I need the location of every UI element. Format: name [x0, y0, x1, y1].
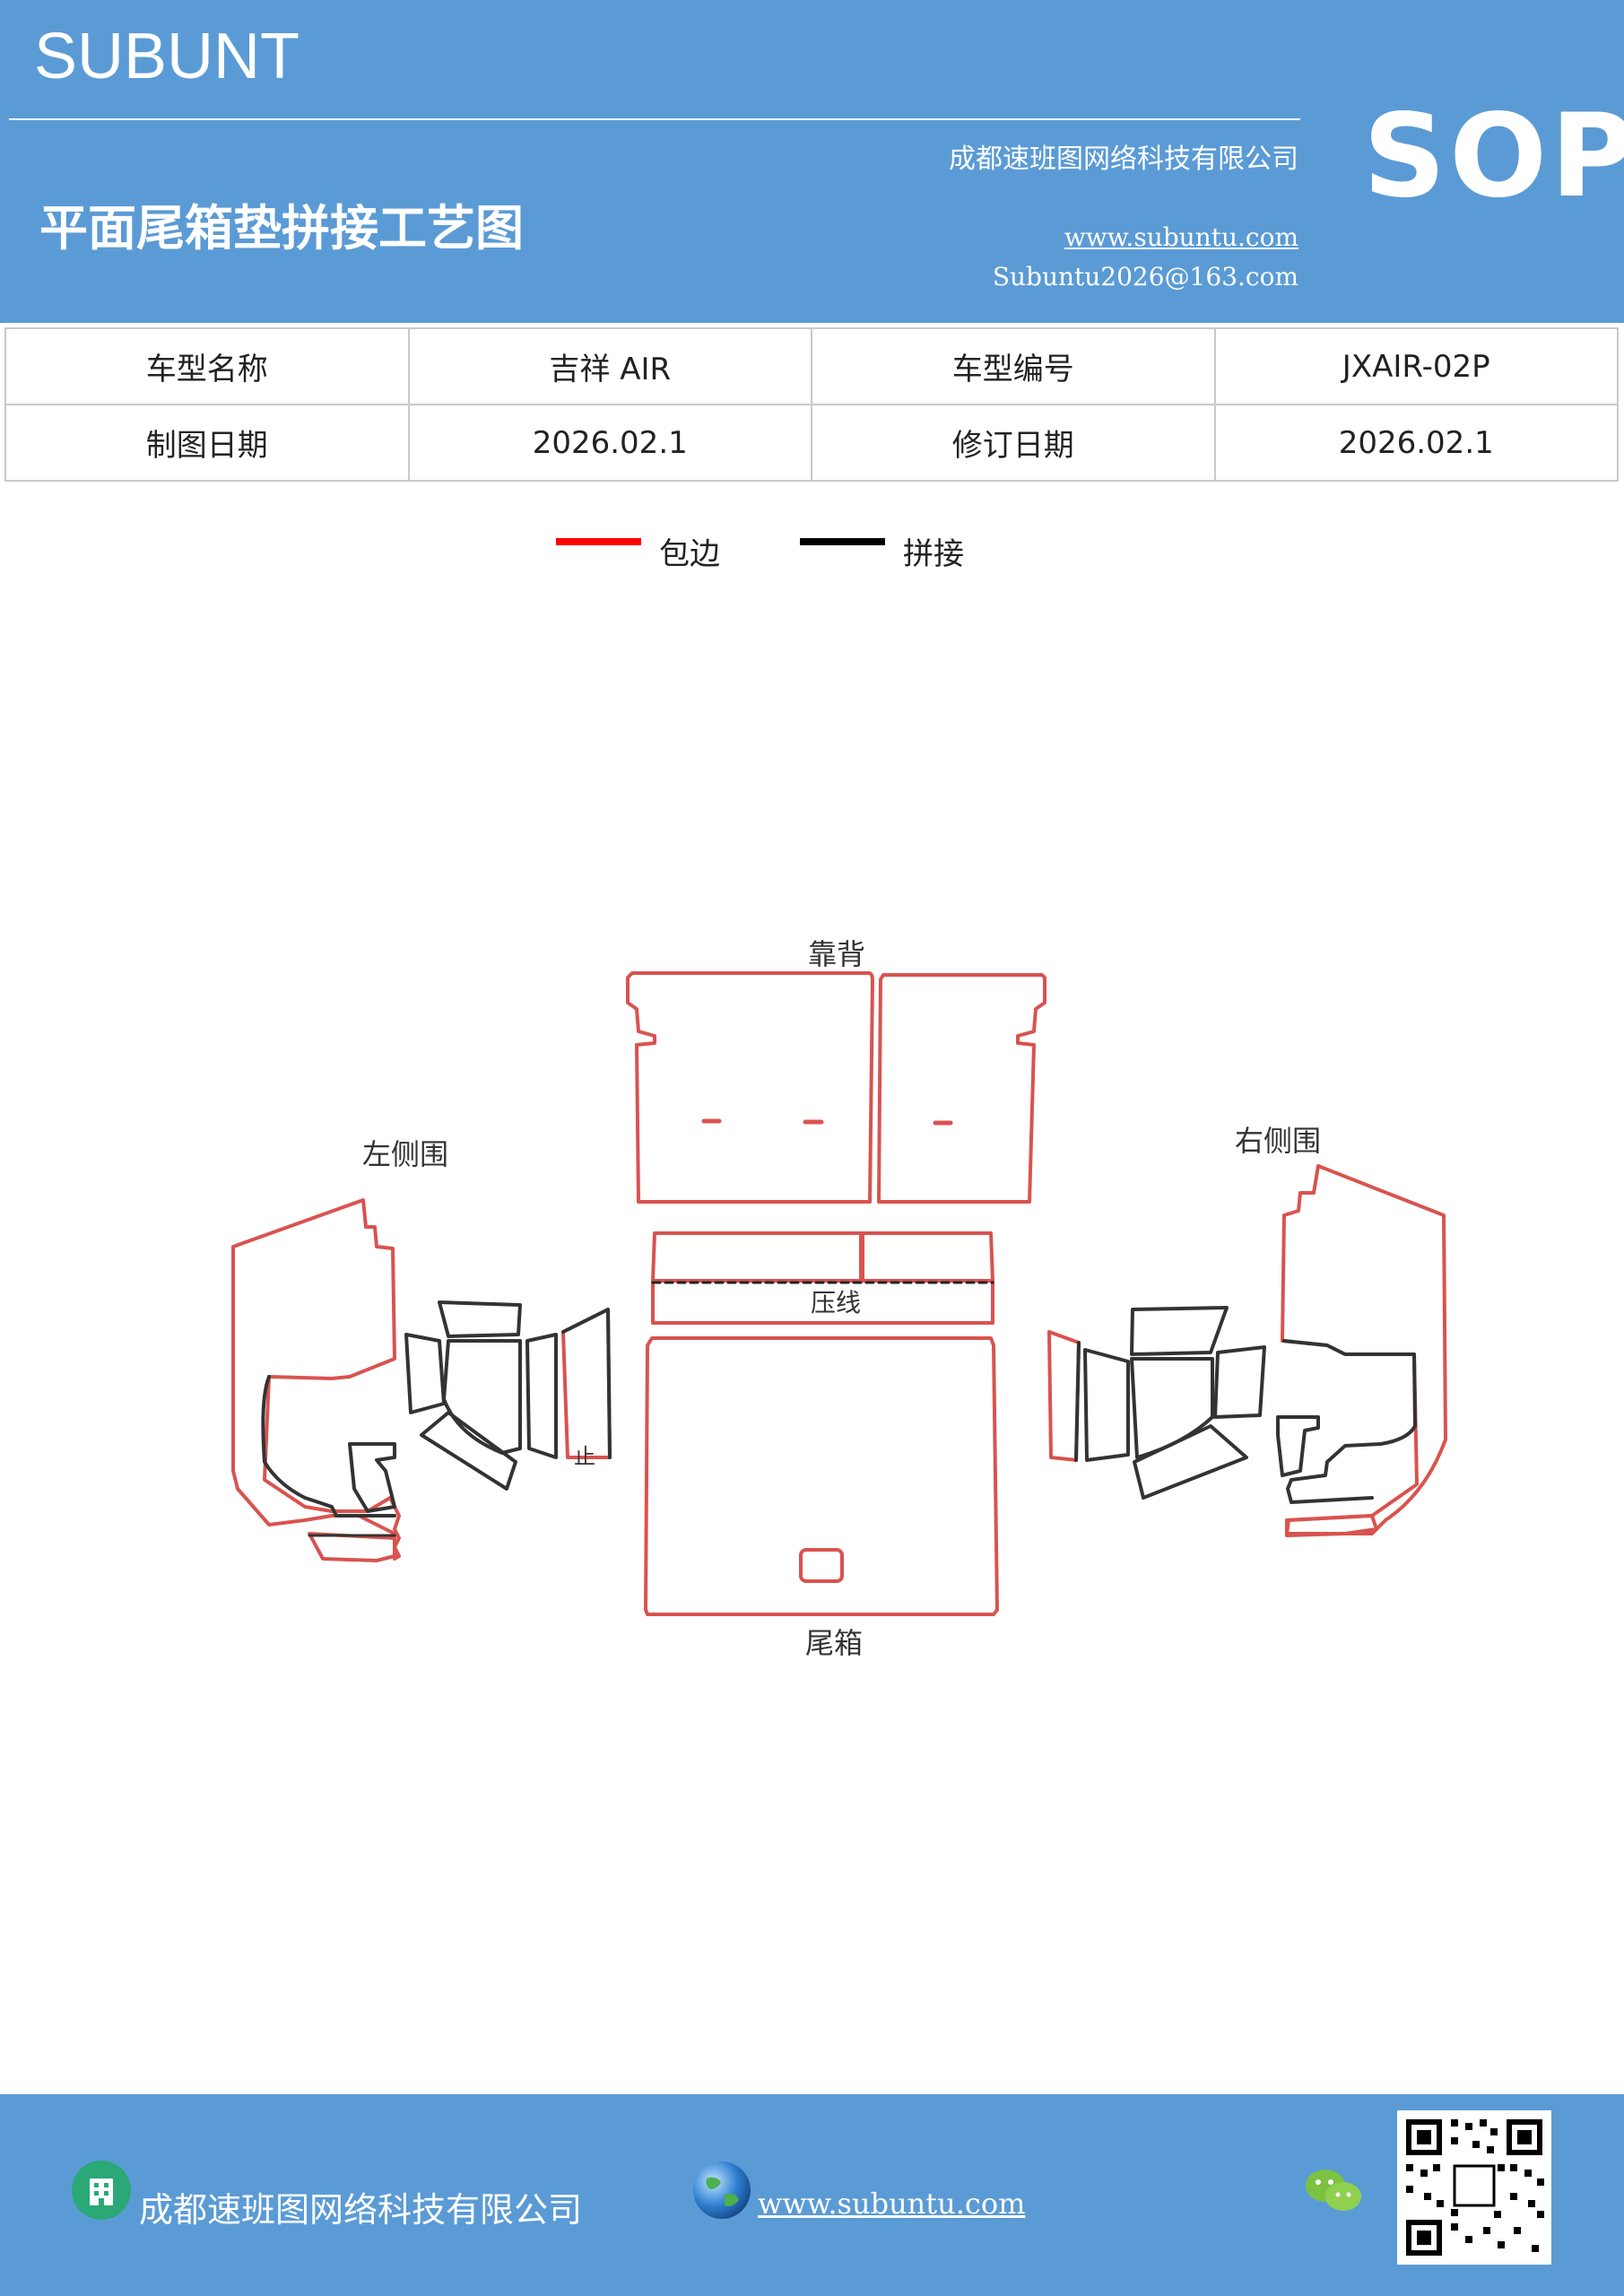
- left-side-outer: [231, 1198, 401, 1561]
- trunk-notch: [799, 1548, 844, 1583]
- table-cell: 制图日期: [4, 404, 410, 482]
- header-website-link[interactable]: www.subuntu.com: [1064, 222, 1298, 252]
- right-wheel-arch: [1276, 1415, 1320, 1477]
- table-cell: 车型编号: [811, 327, 1216, 405]
- left-part-center: [442, 1339, 522, 1455]
- press-panel-right: [861, 1231, 994, 1283]
- wechat-icon: [1306, 2170, 1361, 2211]
- qr-code[interactable]: [1397, 2110, 1551, 2265]
- label-trunk: 尾箱: [805, 1626, 863, 1660]
- left-part-top: [438, 1300, 522, 1338]
- globe-icon: [693, 2161, 751, 2219]
- page-footer: 成都速班图网络科技有限公司 www.subuntu.com: [0, 2094, 1624, 2296]
- right-side-seam: [1282, 1339, 1417, 1504]
- trunk-panel: [644, 1336, 999, 1616]
- table-cell: 修订日期: [811, 404, 1216, 482]
- brand-name: SUBUNT: [34, 21, 300, 92]
- header-divider: [9, 118, 1300, 120]
- left-side-seam: [261, 1375, 396, 1518]
- backrest-left-panel: [626, 971, 874, 1204]
- right-side-outer: [1281, 1164, 1447, 1535]
- legend-swatch-red: [556, 538, 641, 545]
- table-cell: 车型名称: [4, 327, 410, 405]
- page-header: SUBUNT 平面尾箱垫拼接工艺图 成都速班图网络科技有限公司 www.subu…: [0, 0, 1624, 323]
- table-row: 车型名称 吉祥 AIR 车型编号 JXAIR-02P: [4, 327, 1619, 405]
- table-cell: 2026.02.1: [407, 404, 812, 482]
- right-part-top: [1130, 1306, 1229, 1356]
- label-press-line: 压线: [811, 1288, 861, 1318]
- legend-swatch-black: [800, 538, 885, 545]
- document-title: 平面尾箱垫拼接工艺图: [39, 200, 524, 257]
- vehicle-info-table: 车型名称 吉祥 AIR 车型编号 JXAIR-02P 制图日期 2026.02.…: [4, 327, 1619, 482]
- table-cell: 2026.02.1: [1213, 404, 1619, 482]
- left-bottom-strip: [308, 1532, 396, 1562]
- header-email[interactable]: Subuntu2026@163.com: [992, 262, 1298, 291]
- label-small-mark: 止: [574, 1444, 595, 1469]
- press-panel-left: [651, 1231, 863, 1283]
- left-part-r2-seam: [561, 1308, 612, 1459]
- press-panel-bottom: [651, 1279, 994, 1325]
- legend-binding: 包边: [556, 529, 720, 573]
- right-part-bottom: [1133, 1424, 1248, 1500]
- left-part-l1: [404, 1333, 446, 1414]
- right-bottom-strip: [1285, 1514, 1378, 1537]
- footer-company-name: 成都速班图网络科技有限公司: [139, 2190, 583, 2230]
- footer-website-link[interactable]: www.subuntu.com: [758, 2187, 1026, 2221]
- label-backrest: 靠背: [808, 937, 865, 971]
- left-part-r1: [525, 1333, 558, 1459]
- header-company-name: 成都速班图网络科技有限公司: [949, 144, 1298, 175]
- right-part-l2-seam: [1074, 1341, 1081, 1462]
- table-row: 制图日期 2026.02.1 修订日期 2026.02.1: [4, 404, 1619, 482]
- right-part-l1: [1083, 1348, 1130, 1462]
- left-wheel-arch: [348, 1442, 396, 1513]
- legend-seam: 拼接: [800, 529, 964, 573]
- table-cell: JXAIR-02P: [1213, 327, 1619, 405]
- table-cell: 吉祥 AIR: [407, 327, 812, 405]
- sop-badge: SOP: [1363, 90, 1624, 223]
- left-part-bottom: [420, 1411, 517, 1491]
- label-right-side: 右侧围: [1235, 1124, 1321, 1158]
- label-left-side: 左侧围: [362, 1137, 448, 1171]
- building-icon: [72, 2161, 131, 2220]
- legend-label: 包边: [659, 536, 720, 572]
- backrest-right-panel: [877, 973, 1046, 1204]
- right-part-r1: [1213, 1345, 1266, 1419]
- legend-label: 拼接: [903, 536, 964, 572]
- right-part-l2: [1047, 1330, 1081, 1462]
- left-part-r2: [561, 1308, 612, 1459]
